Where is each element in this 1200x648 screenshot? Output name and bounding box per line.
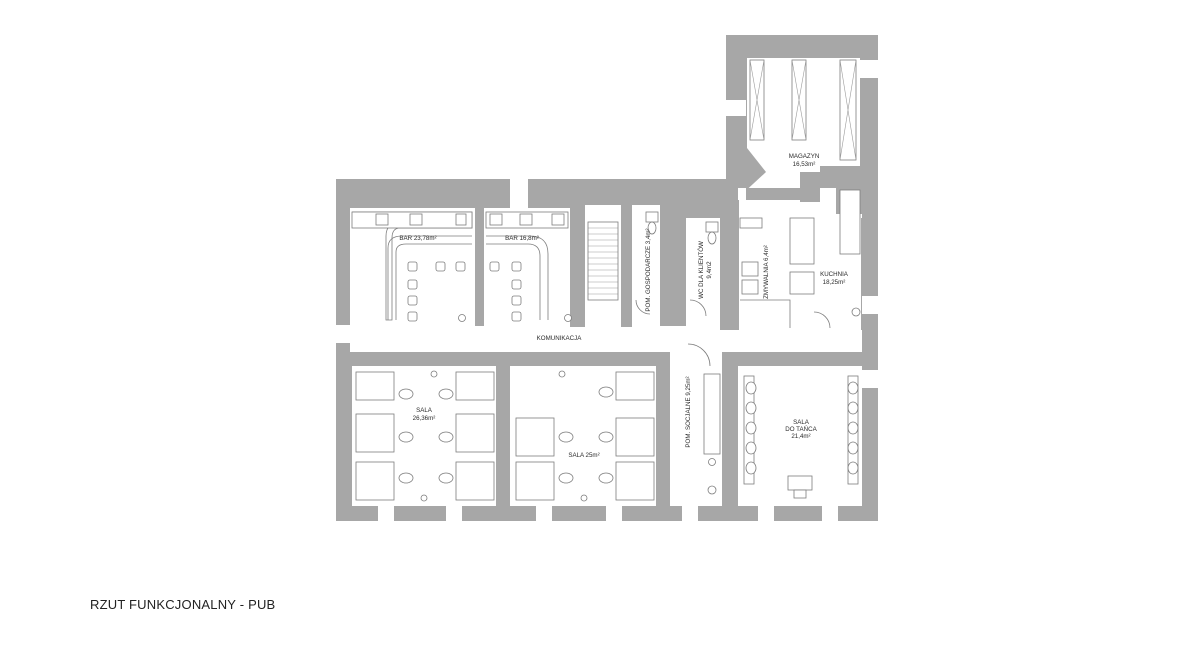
bar-stools bbox=[407, 261, 572, 322]
label-wc-klientow-area: 9,4m2 bbox=[706, 261, 713, 279]
booths-sala2 bbox=[515, 370, 655, 502]
label-sala1-area: 26,36m² bbox=[413, 415, 436, 422]
label-sala-taniec-area: 21,4m² bbox=[791, 433, 810, 440]
label-bar2: BAR 16,8m² bbox=[505, 235, 539, 242]
room-labels: BAR 23,78m² BAR 16,8m² POM. GOSPODARCZE … bbox=[399, 153, 848, 459]
label-magazyn-area: 16,53m² bbox=[793, 161, 816, 168]
bar-counters bbox=[351, 211, 569, 321]
label-magazyn: MAGAZYN bbox=[789, 153, 820, 160]
label-kuchnia-area: 18,25m² bbox=[823, 279, 846, 286]
label-wc-klientow: WC DLA KLIENTÓW bbox=[698, 241, 705, 299]
label-pom-gospodarcze: POM. GOSPODARCZE 3,4m² bbox=[645, 228, 652, 311]
label-sala-taniec-2: DO TAŃCA bbox=[785, 426, 817, 433]
shelving bbox=[749, 59, 857, 161]
label-zmywalnia: ZMYWALNIA 6,4m² bbox=[763, 245, 770, 299]
label-komunikacja: KOMUNIKACJA bbox=[537, 335, 583, 342]
label-sala1: SALA bbox=[416, 407, 433, 414]
label-pom-socjalne: POM. SOCJALNE 9,25m² bbox=[685, 376, 692, 447]
label-kuchnia: KUCHNIA bbox=[820, 271, 849, 278]
label-sala-taniec: SALA bbox=[793, 419, 810, 426]
wc-fixtures bbox=[635, 211, 721, 495]
plan-caption: RZUT FUNKCJONALNY - PUB bbox=[90, 597, 276, 612]
kitchen-equipment bbox=[739, 189, 861, 329]
stairs bbox=[587, 221, 619, 301]
dance-hall-tables bbox=[743, 375, 859, 499]
label-bar1: BAR 23,78m² bbox=[399, 235, 436, 242]
label-sala2: SALA 25m² bbox=[568, 452, 599, 459]
booths-sala1 bbox=[355, 370, 495, 502]
